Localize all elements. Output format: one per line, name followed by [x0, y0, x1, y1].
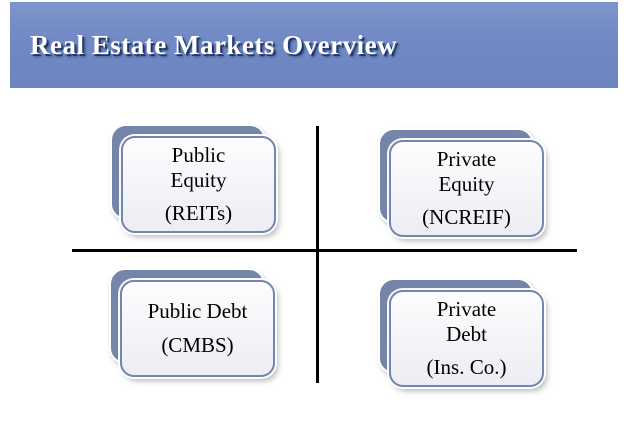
card-subtitle: (NCREIF)	[422, 205, 511, 230]
card-subtitle: (CMBS)	[161, 332, 234, 357]
card-title: Public Debt	[147, 299, 248, 324]
slide-title: Real Estate Markets Overview	[30, 29, 398, 60]
card-public-debt: Public Debt (CMBS)	[109, 268, 277, 378]
card-face: Public Equity (REITs)	[121, 136, 276, 233]
card-title: Public Equity	[170, 142, 227, 192]
card-public-equity: Public Equity (REITs)	[110, 124, 278, 234]
card-title: Private Debt	[436, 296, 497, 346]
card-face: Private Debt (Ins. Co.)	[389, 290, 544, 387]
horizontal-axis-line	[72, 249, 577, 252]
title-bar: Real Estate Markets Overview	[10, 2, 618, 88]
card-title: Private Equity	[436, 146, 497, 196]
card-private-equity: Private Equity (NCREIF)	[378, 128, 546, 238]
card-private-debt: Private Debt (Ins. Co.)	[378, 278, 546, 388]
vertical-axis-line	[316, 126, 319, 383]
card-face: Public Debt (CMBS)	[120, 280, 275, 377]
card-subtitle: (REITs)	[164, 201, 233, 226]
card-subtitle: (Ins. Co.)	[426, 355, 507, 380]
card-face: Private Equity (NCREIF)	[389, 140, 544, 237]
